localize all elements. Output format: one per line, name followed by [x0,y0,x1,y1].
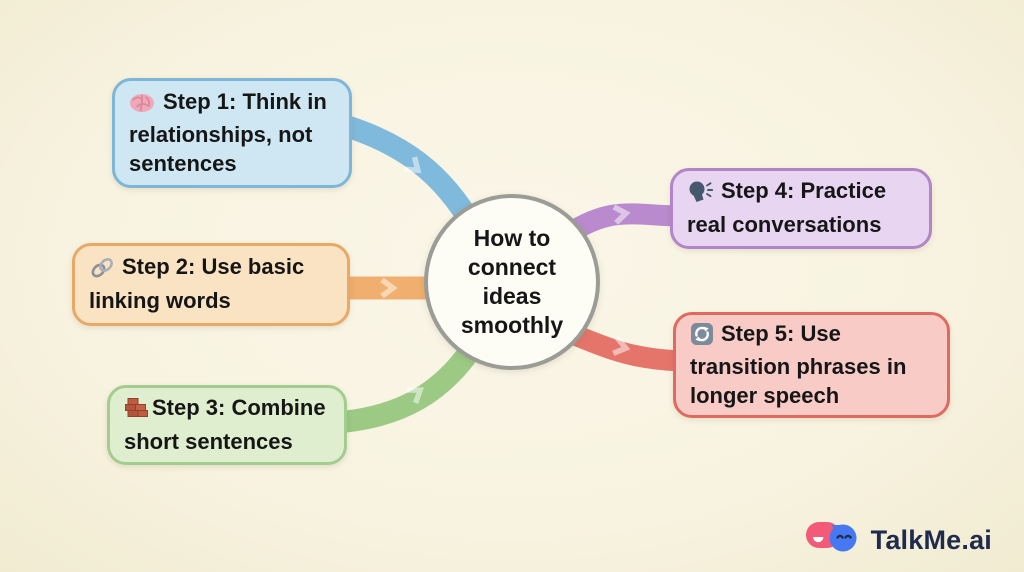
node-step3-text: Step 3: Combine short sentences [124,394,330,456]
chevron-group [380,156,631,404]
chevron-icon [404,156,422,174]
node-step3: Step 3: Combine short sentences [107,385,347,465]
node-step4-label: Step 4: Practice real conversations [687,178,887,237]
chevron-icon [406,387,424,404]
node-step1-label: Step 1: Think in relationships, not sent… [129,88,327,176]
central-topic-label: How to connect ideas smoothly [460,224,564,339]
brain-icon [129,92,156,122]
brick-icon [124,397,149,428]
arrows-cycle-icon [690,322,714,354]
talkme-logo-icon [804,519,862,562]
chevron-icon [612,204,631,225]
node-step1-text: Step 1: Think in relationships, not sent… [129,88,335,179]
node-step2-label: Step 2: Use basic linking words [89,254,305,313]
link-icon [89,257,115,287]
connector-step5 [563,322,681,372]
chevron-icon [612,336,631,356]
node-step2-text: Step 2: Use basic linking words [89,253,333,315]
talkme-logo-text: TalkMe.ai [870,525,992,555]
node-step2: Step 2: Use basic linking words [72,243,350,326]
node-step5-label: Step 5: Use transition phrases in longer… [690,320,907,408]
node-step5-text: Step 5: Use transition phrases in longer… [690,320,933,411]
talkme-logo: TalkMe.ai [804,519,992,562]
node-step4-text: Step 4: Practice real conversations [687,177,915,239]
speaking-head-icon [687,180,714,211]
connector-step3 [340,341,482,433]
node-step4: Step 4: Practice real conversations [670,168,932,249]
chevron-icon [380,277,398,299]
connector-step1 [342,115,484,234]
node-step3-label: Step 3: Combine short sentences [124,394,326,454]
node-step1: Step 1: Think in relationships, not sent… [112,78,352,188]
node-step5: Step 5: Use transition phrases in longer… [673,312,950,418]
central-topic: How to connect ideas smoothly [424,194,600,370]
